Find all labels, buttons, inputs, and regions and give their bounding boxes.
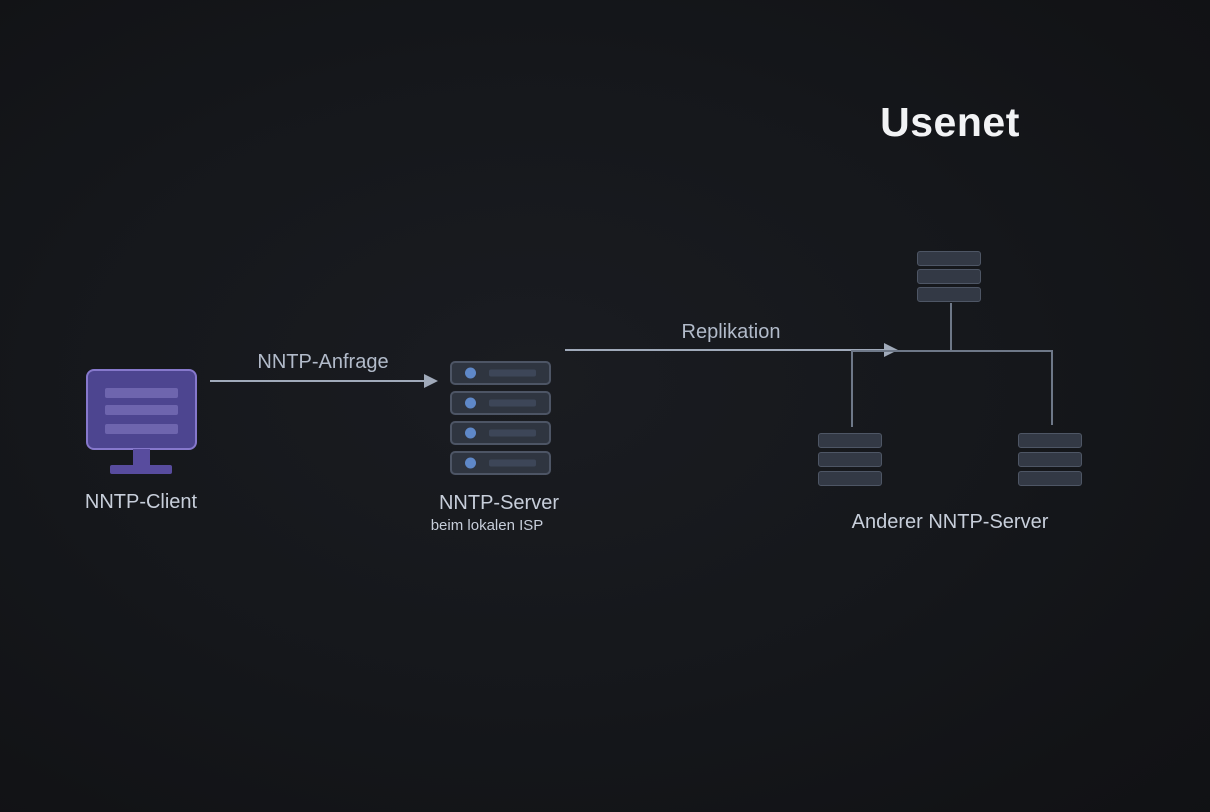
diagram-title: Usenet	[880, 99, 1020, 145]
server-unit	[450, 391, 551, 415]
isp-server-sublabel: beim lokalen ISP	[430, 517, 544, 534]
server-unit	[450, 361, 551, 385]
server-led-icon	[465, 427, 476, 439]
server-slot	[489, 399, 536, 407]
server-unit	[450, 451, 551, 475]
monitor-stand-base	[110, 465, 172, 474]
rack-slat	[818, 433, 882, 448]
server-led-icon	[465, 457, 476, 469]
rack-slat	[917, 287, 981, 302]
rack-slat	[818, 452, 882, 467]
request-arrow-line	[210, 380, 425, 382]
monitor-text-line	[105, 424, 178, 434]
rack-slat	[917, 251, 981, 266]
client-label: NNTP-Client	[84, 491, 198, 513]
rack-icon-right	[1018, 433, 1082, 486]
isp-server-icon	[450, 361, 551, 475]
server-unit	[450, 421, 551, 445]
server-slot	[489, 369, 536, 377]
monitor-stand-neck	[133, 449, 150, 466]
monitor-screen	[86, 369, 197, 450]
isp-server-label: NNTP-Server	[438, 492, 560, 514]
cluster-connector-right	[1051, 352, 1053, 425]
rack-slat	[1018, 471, 1082, 486]
other-servers-label: Anderer NNTP-Server	[851, 511, 1049, 533]
server-led-icon	[465, 367, 476, 379]
server-slot	[489, 429, 536, 437]
rack-icon-left	[818, 433, 882, 486]
server-slot	[489, 459, 536, 467]
monitor-text-line	[105, 388, 178, 398]
monitor-text-line	[105, 405, 178, 415]
replication-edge-label: Replikation	[681, 321, 781, 343]
request-edge-label: NNTP-Anfrage	[257, 351, 389, 373]
server-led-icon	[465, 397, 476, 409]
cluster-connector-horizontal	[851, 350, 1053, 352]
request-arrowhead-icon	[424, 374, 438, 388]
rack-slat	[1018, 452, 1082, 467]
replication-arrow-line	[565, 349, 885, 351]
rack-slat	[917, 269, 981, 284]
cluster-connector-left	[851, 352, 853, 427]
rack-slat	[818, 471, 882, 486]
rack-slat	[1018, 433, 1082, 448]
cluster-connector-top	[950, 303, 952, 350]
client-monitor-icon	[86, 369, 197, 475]
rack-icon-top	[917, 251, 981, 302]
